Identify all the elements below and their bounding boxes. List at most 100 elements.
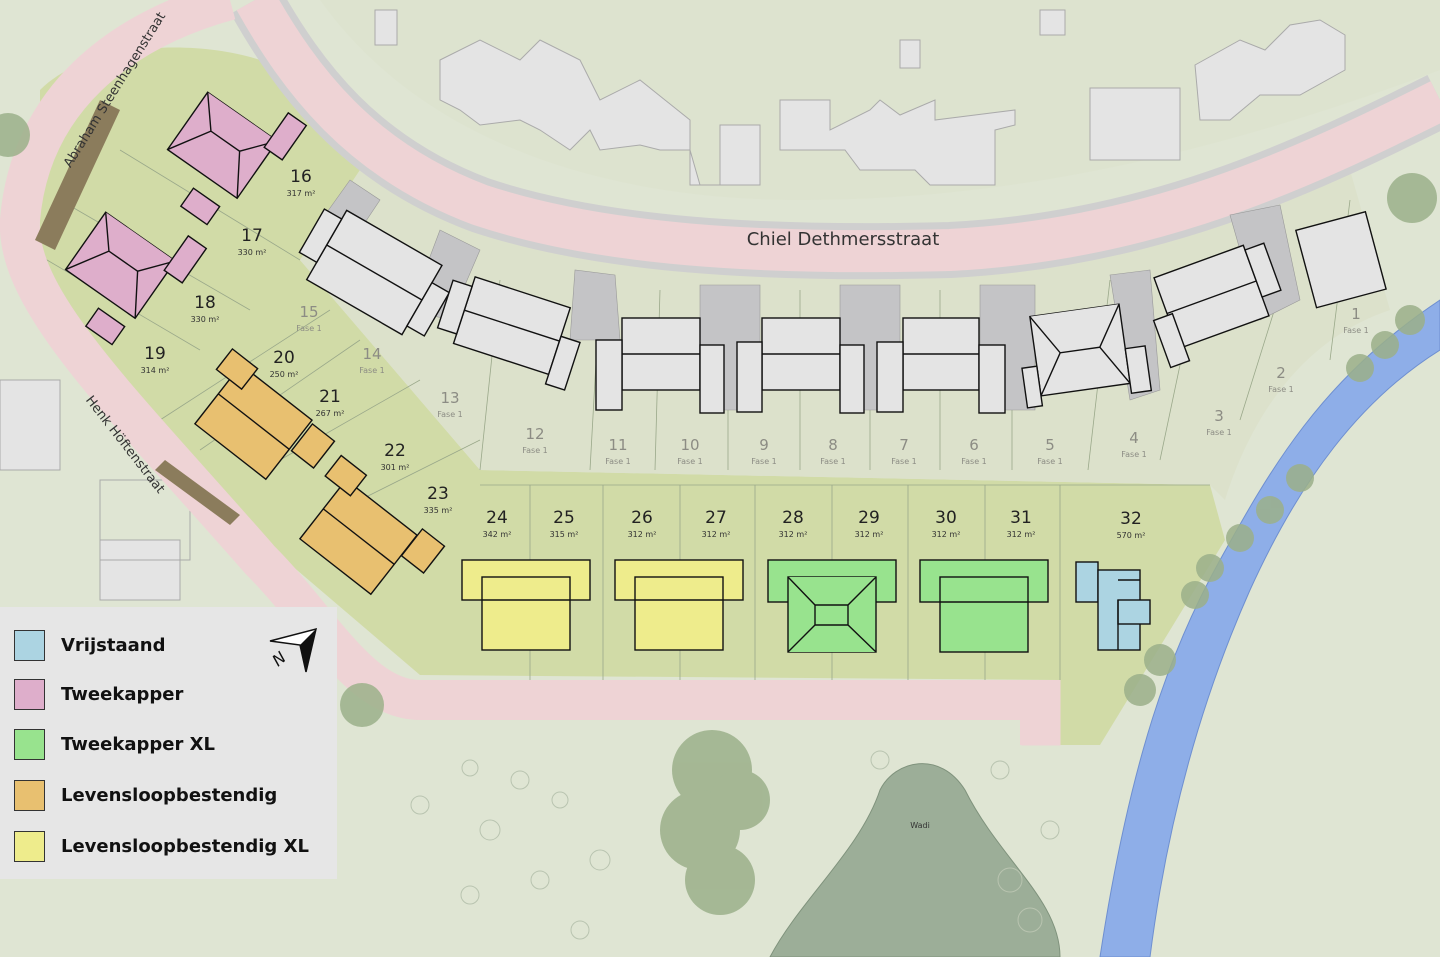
lot-number: 22 (384, 441, 406, 461)
legend-swatch (14, 831, 45, 862)
tweekapper-xl-buildings (767, 559, 1049, 653)
lot-number: 29 (858, 508, 880, 528)
lot-area: 317 m² (287, 189, 316, 198)
lot-number: 28 (782, 508, 804, 528)
lot-area: 312 m² (779, 530, 808, 539)
lot-number: 14 (362, 345, 381, 363)
lot-number: 6 (969, 436, 979, 454)
lot-number: 9 (759, 436, 769, 454)
lot-area: 570 m² (1117, 531, 1146, 540)
existing-buildings (374, 9, 1346, 186)
lot-number: 23 (427, 484, 449, 504)
lot-phase: Fase 1 (820, 457, 846, 466)
lot-number: 20 (273, 348, 295, 368)
legend-label: Levensloopbestendig XL (61, 836, 309, 857)
lot-area: 315 m² (550, 530, 579, 539)
legend-swatch (14, 679, 45, 710)
lot-phase: Fase 1 (437, 410, 463, 419)
north-arrow-icon: N (268, 627, 318, 673)
legend-label: Vrijstaand (61, 635, 166, 656)
lot-number: 15 (299, 303, 318, 321)
lot-number: 21 (319, 387, 341, 407)
lot-number: 26 (631, 508, 653, 528)
street-label-chiel-dethmersstraat: Chiel Dethmersstraat (747, 229, 940, 250)
lot-number: 25 (553, 508, 575, 528)
north-label: N (268, 648, 289, 670)
shrubs (410, 750, 1060, 940)
lot-27[interactable]: 27 312 m² (702, 508, 731, 539)
lot-number: 11 (608, 436, 627, 454)
lot-phase: Fase 1 (1206, 428, 1232, 437)
lot-area: 330 m² (238, 248, 267, 257)
lot-number: 12 (525, 425, 544, 443)
lot-21[interactable]: 21 267 m² (316, 387, 345, 418)
lot-number: 27 (705, 508, 727, 528)
lot-area: 312 m² (932, 530, 961, 539)
lot-phase: Fase 1 (677, 457, 703, 466)
lot-area: 312 m² (1007, 530, 1036, 539)
lot-phase: Fase 1 (1268, 385, 1294, 394)
lot-number: 4 (1129, 429, 1139, 447)
road-south-stub (1022, 680, 1060, 745)
legend-item-tweekapper-xl: Tweekapper XL (14, 729, 215, 760)
trees (0, 113, 1437, 915)
lot-number: 24 (486, 508, 508, 528)
lot-20[interactable]: 20 250 m² (270, 348, 299, 379)
lot-number: 10 (680, 436, 699, 454)
lot-phase: Fase 1 (961, 457, 987, 466)
lot-area: 267 m² (316, 409, 345, 418)
lot-25[interactable]: 25 315 m² (550, 508, 579, 539)
lot-number: 32 (1120, 509, 1142, 529)
lot-phase: Fase 1 (605, 457, 631, 466)
wadi-label: Wadi (910, 821, 930, 830)
lot-area: 312 m² (855, 530, 884, 539)
lot-area: 335 m² (424, 506, 453, 515)
lot-29[interactable]: 29 312 m² (855, 508, 884, 539)
lot-number: 13 (440, 389, 459, 407)
lot-number: 1 (1351, 305, 1361, 323)
legend-swatch (14, 780, 45, 811)
legend-label: Tweekapper (61, 684, 184, 705)
lot-number: 18 (194, 293, 216, 313)
legend-item-vrijstaand: Vrijstaand (14, 630, 165, 661)
lot-number: 7 (899, 436, 909, 454)
lot-phase: Fase 1 (751, 457, 777, 466)
lot-area: 250 m² (270, 370, 299, 379)
lot-23[interactable]: 23 335 m² (424, 484, 453, 515)
legend-label: Tweekapper XL (61, 734, 215, 755)
parking-strips (35, 100, 240, 525)
lot-number: 3 (1214, 407, 1224, 425)
lot-phase: Fase 1 (1121, 450, 1147, 459)
lot-area: 314 m² (141, 366, 170, 375)
lot-32[interactable]: 32 570 m² (1117, 509, 1146, 540)
lot-28[interactable]: 28 312 m² (779, 508, 808, 539)
phase1-buildings (298, 208, 1387, 414)
lot-area: 312 m² (702, 530, 731, 539)
